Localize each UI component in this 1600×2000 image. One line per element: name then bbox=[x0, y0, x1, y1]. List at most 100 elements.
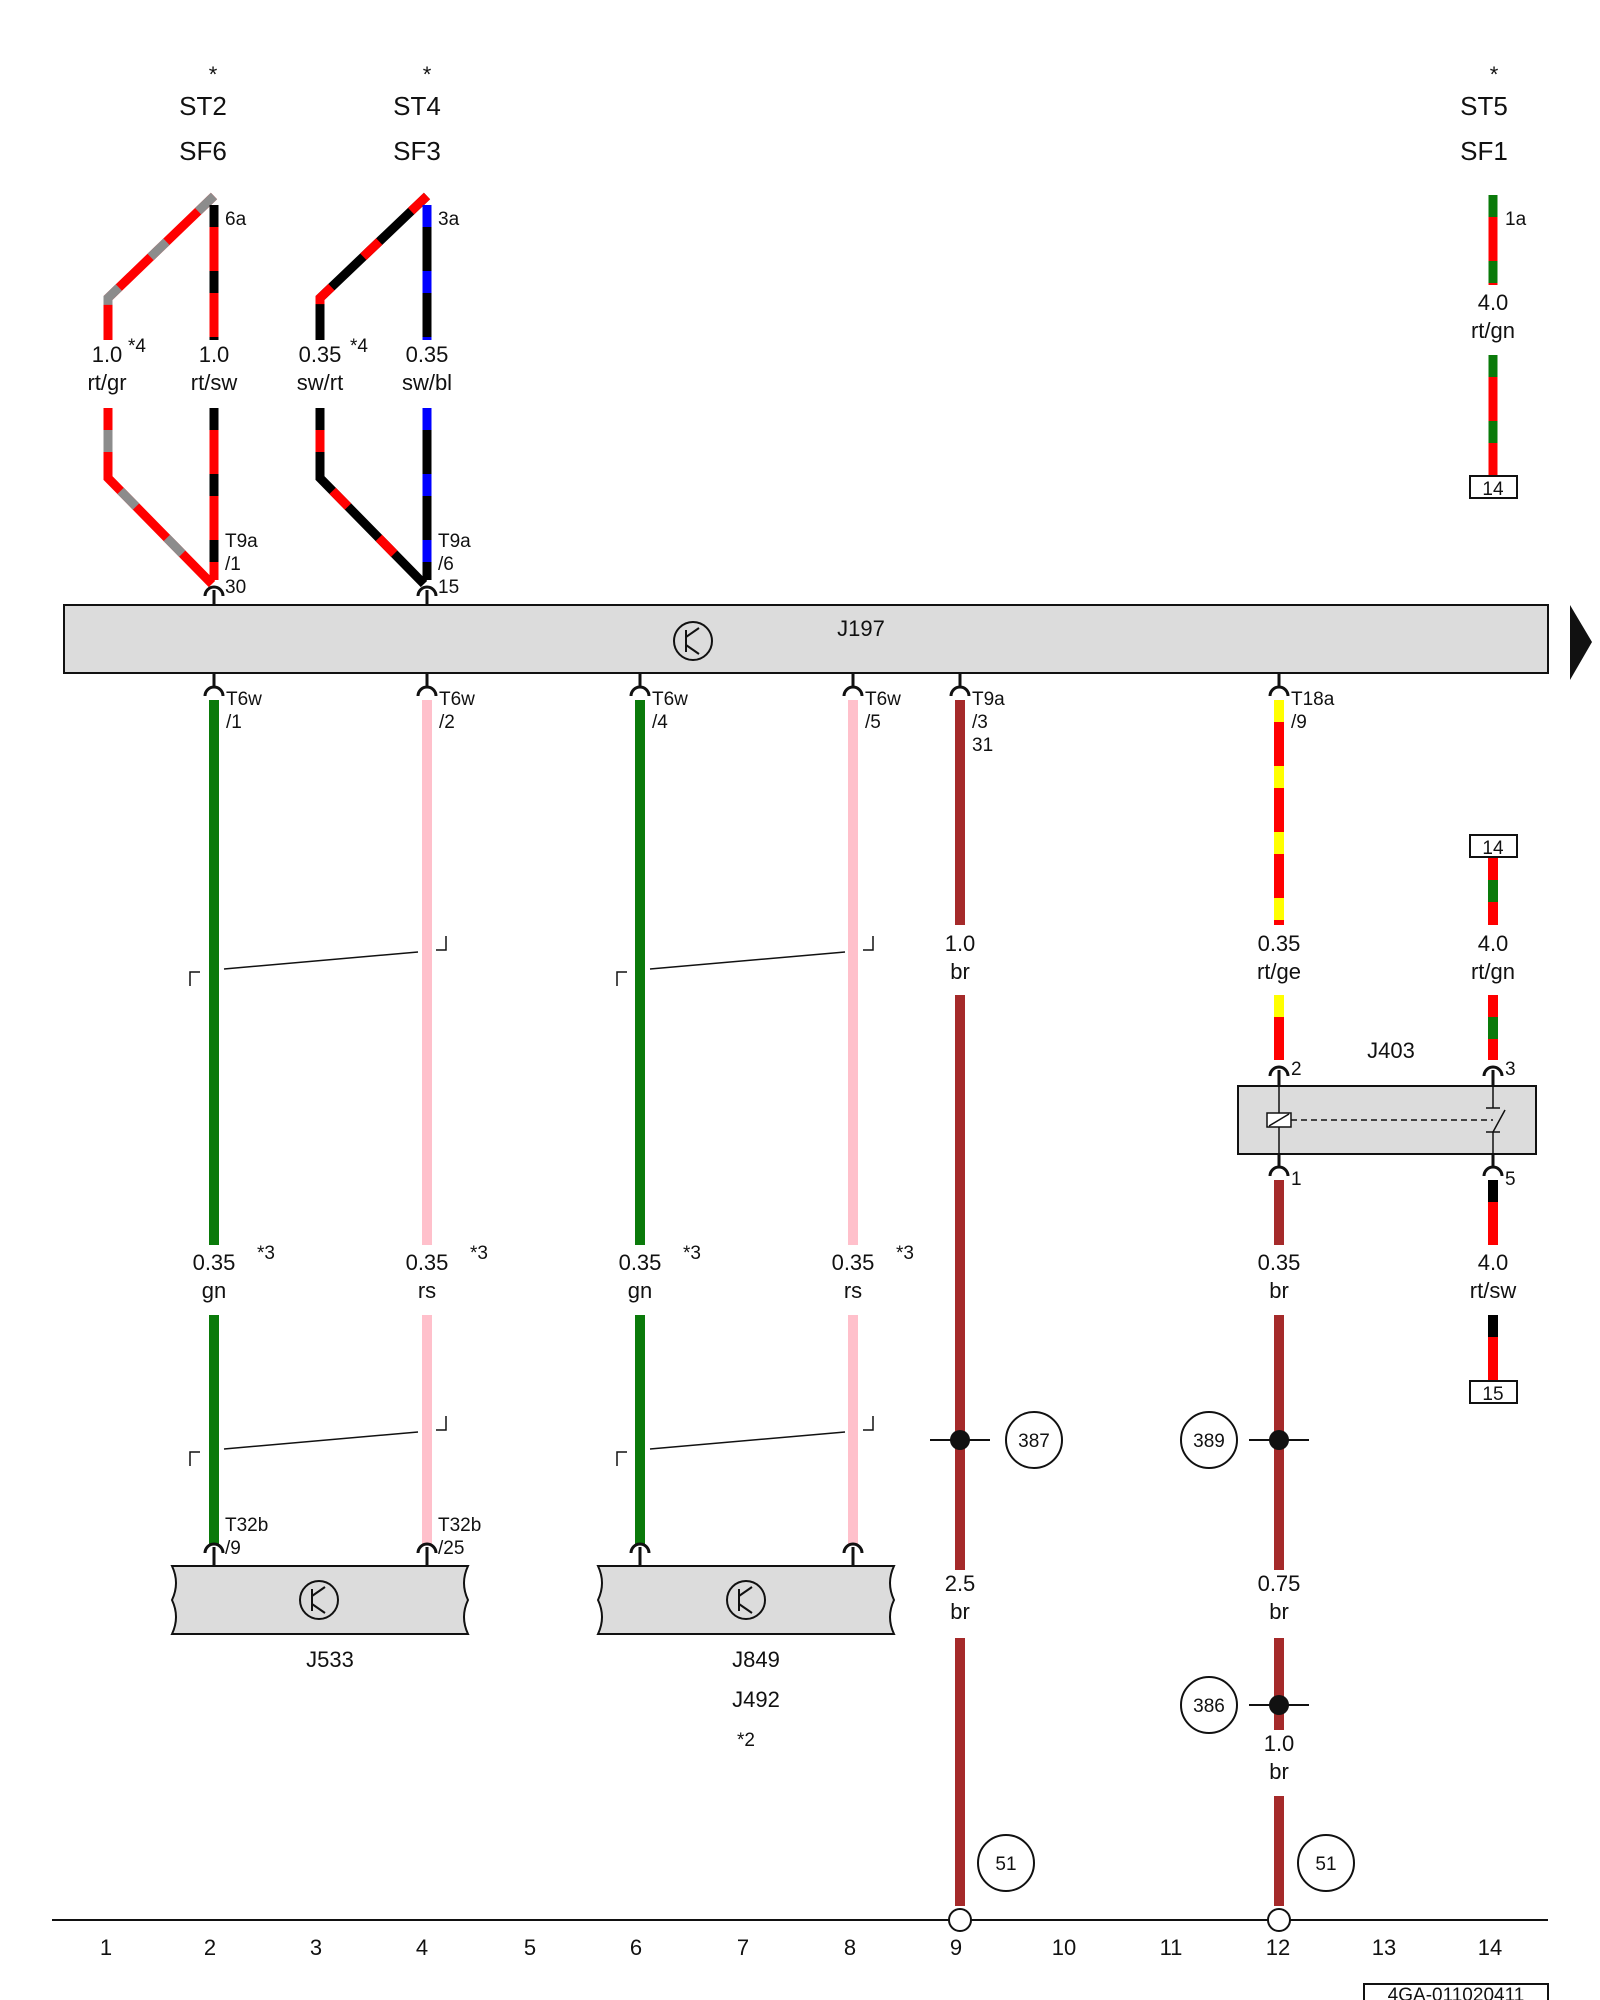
connector-id: T6w bbox=[652, 689, 688, 710]
grid-number: 8 bbox=[844, 1935, 856, 1960]
connector-pin: /4 bbox=[652, 712, 668, 733]
fuse-sf: SF6 bbox=[179, 136, 227, 166]
connector-id: T9a bbox=[438, 531, 471, 552]
grid-number: 5 bbox=[524, 1935, 536, 1960]
connector-j849-b bbox=[842, 1542, 864, 1566]
connector-bottom-t6w-1: T6w /1 bbox=[203, 673, 262, 733]
wire-label-rt-gn-mid: 4.0 rt/gn bbox=[1471, 931, 1515, 984]
module-name: J849 bbox=[732, 1647, 780, 1672]
wire-color: br bbox=[1269, 1759, 1289, 1784]
wire-size: 0.35 bbox=[832, 1250, 875, 1275]
connector-pin: /5 bbox=[865, 712, 881, 733]
control-unit-j197: J197 bbox=[63, 604, 1592, 680]
connector-pin: /6 bbox=[438, 554, 454, 575]
wire-note: *3 bbox=[257, 1243, 275, 1264]
ref-box-15: 15 bbox=[1469, 1380, 1518, 1405]
connector-bottom-t9a-3: T9a /3 31 bbox=[949, 673, 1005, 756]
fuse-sf: SF3 bbox=[393, 136, 441, 166]
wire-color: rt/sw bbox=[191, 370, 238, 395]
fuse-label-st2-sf6: * ST2 SF6 bbox=[179, 62, 227, 166]
wire-color: rs bbox=[844, 1278, 862, 1303]
wire-size: 1.0 bbox=[945, 931, 976, 956]
ground-terminal-col12 bbox=[1267, 1908, 1291, 1932]
continuation-arrow-icon bbox=[1570, 605, 1592, 680]
wire-label-rs-col8: 0.35 *3 rs bbox=[815, 1243, 914, 1312]
terminal-label: 15 bbox=[438, 577, 459, 598]
wire-size: 0.35 bbox=[1258, 1250, 1301, 1275]
connector-id: T9a bbox=[972, 689, 1005, 710]
connector-id: T32b bbox=[225, 1515, 268, 1536]
connector-pin: /1 bbox=[225, 554, 241, 575]
connector-pin: /9 bbox=[225, 1538, 241, 1559]
wire-size: 4.0 bbox=[1478, 290, 1509, 315]
grid-number: 3 bbox=[310, 1935, 322, 1960]
wire-label-rt-gn-top: 4.0 rt/gn bbox=[1471, 290, 1515, 343]
wire-label-rt-sw-col14: 4.0 rt/sw bbox=[1470, 1250, 1517, 1303]
wire-label-rt-gr: 1.0 *4 rt/gr bbox=[87, 336, 146, 395]
fuse-pin-3a: 3a bbox=[438, 209, 460, 230]
wire-size: 0.35 bbox=[619, 1250, 662, 1275]
wire-color: gn bbox=[202, 1278, 226, 1303]
wire-color: br bbox=[1269, 1599, 1289, 1624]
ground-ref-51-col12: 51 bbox=[1297, 1834, 1355, 1892]
wire-color: br bbox=[950, 1599, 970, 1624]
terminal-label: 31 bbox=[972, 735, 993, 756]
wire-size: 0.75 bbox=[1258, 1571, 1301, 1596]
fuse-star: * bbox=[423, 62, 432, 87]
fuse-star: * bbox=[1490, 62, 1499, 87]
connector-j849-a bbox=[629, 1542, 651, 1566]
ground-point-label: 51 bbox=[1315, 1854, 1336, 1875]
grid-number: 14 bbox=[1478, 1935, 1502, 1960]
relay-pin-2: 2 bbox=[1291, 1059, 1302, 1080]
ground-wire-label-col12: 0.75 br bbox=[1258, 1571, 1301, 1624]
wire-color: rs bbox=[418, 1278, 436, 1303]
connector-t32b-9: T32b /9 bbox=[203, 1515, 268, 1566]
wire-note: *3 bbox=[683, 1243, 701, 1264]
connector-top-col2: T9a /1 30 bbox=[203, 531, 258, 605]
ground-point-label: 51 bbox=[995, 1854, 1016, 1875]
connector-id: T6w bbox=[439, 689, 475, 710]
wire-size: 4.0 bbox=[1478, 1250, 1509, 1275]
fuse-st: ST4 bbox=[393, 91, 441, 121]
wire-size: 2.5 bbox=[945, 1571, 976, 1596]
fuse-label-st4-sf3: * ST4 SF3 bbox=[393, 62, 441, 166]
wire-sw-rt-upper bbox=[315, 192, 431, 340]
twisted-pair-marker-lower-right bbox=[616, 1416, 874, 1466]
relay-j403: J403 2 3 1 5 bbox=[1237, 1038, 1537, 1190]
ground-point-label: 389 bbox=[1193, 1431, 1225, 1452]
grid-number: 9 bbox=[950, 1935, 962, 1960]
wire-color: rt/gn bbox=[1471, 318, 1515, 343]
grid-number: 7 bbox=[737, 1935, 749, 1960]
ground-point-label: 387 bbox=[1018, 1431, 1050, 1452]
wire-size: 0.35 bbox=[299, 342, 342, 367]
wire-note: *3 bbox=[896, 1243, 914, 1264]
wire-size: 1.0 bbox=[199, 342, 230, 367]
splice-386: 386 bbox=[1180, 1676, 1309, 1734]
module-j849: J849 J492 *2 bbox=[596, 1565, 896, 1751]
ground-ref-51-col9: 51 bbox=[977, 1834, 1035, 1892]
connector-id: T18a bbox=[1291, 689, 1335, 710]
connector-bottom-t6w-2: T6w /2 bbox=[416, 673, 475, 733]
twisted-pair-marker-upper-left bbox=[189, 936, 447, 986]
wire-size: 0.35 bbox=[193, 1250, 236, 1275]
unit-name: J197 bbox=[837, 616, 885, 641]
document-code-text: 4GA-011020411 bbox=[1388, 1985, 1525, 2000]
splice-387: 387 bbox=[930, 1411, 1063, 1469]
module-name-alt: J492 bbox=[732, 1687, 780, 1712]
wire-size: 4.0 bbox=[1478, 931, 1509, 956]
transistor-icon bbox=[726, 1580, 766, 1620]
connector-pin: /2 bbox=[439, 712, 455, 733]
wire-label-sw-rt: 0.35 *4 sw/rt bbox=[297, 336, 369, 395]
fuse-st: ST5 bbox=[1460, 91, 1508, 121]
splice-389: 389 bbox=[1180, 1411, 1309, 1469]
module-name: J533 bbox=[306, 1647, 354, 1672]
twisted-pair-marker-lower-left bbox=[189, 1416, 447, 1466]
wire-label-gn-col6: 0.35 *3 gn bbox=[602, 1243, 701, 1312]
document-code: 4GA-011020411 bbox=[1363, 1983, 1549, 2000]
grid-number: 12 bbox=[1266, 1935, 1290, 1960]
fuse-pin-6a: 6a bbox=[225, 209, 247, 230]
wire-color: sw/rt bbox=[297, 370, 343, 395]
wire-color: br bbox=[1269, 1278, 1289, 1303]
connector-bottom-t6w-5: T6w /5 bbox=[842, 673, 901, 733]
